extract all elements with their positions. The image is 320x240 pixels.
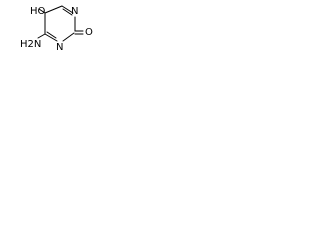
bond-c2-n3	[62, 32, 75, 42]
ring-nitrogen-1-label: N	[71, 6, 78, 17]
bond-c5-oh	[38, 8, 46, 14]
ring-nitrogen-3-label: N	[56, 42, 63, 53]
bond-c4-nh2	[37, 33, 46, 39]
bond-c6-n1	[61, 5, 74, 14]
hydroxyl-label: HO	[30, 6, 46, 17]
carbonyl-oxygen-label: O	[85, 27, 93, 38]
bond-n3-c4	[44, 33, 58, 42]
bond-c6-n1-inner	[62, 8, 73, 16]
amino-label: H2N	[20, 39, 41, 50]
structure-drawing: HO H2N N N O	[20, 5, 93, 53]
bond-c5-c6	[44, 5, 63, 14]
chemical-structure-canvas: HO H2N N N O	[0, 0, 97, 58]
bond-n3-c4-inner	[46, 31, 57, 39]
